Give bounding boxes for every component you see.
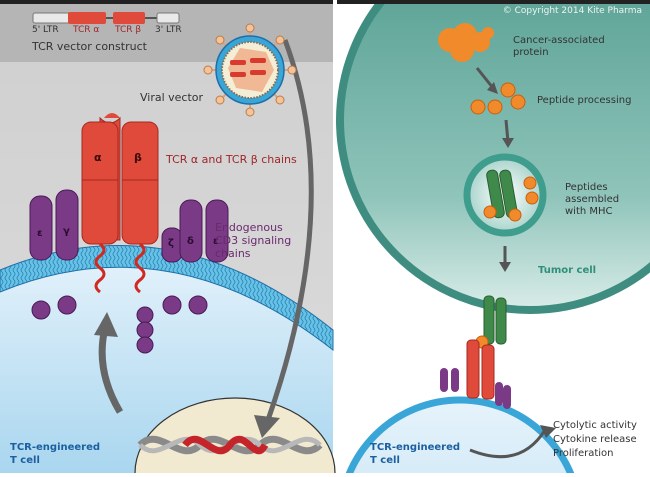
ltr-3-label: 3' LTR	[155, 25, 182, 35]
cd3-delta	[179, 199, 203, 263]
dna-helix	[137, 435, 323, 455]
integration-arrow	[265, 39, 314, 421]
cd3-chains	[29, 189, 229, 354]
ltr-3-segment	[156, 12, 180, 24]
ltr-5-label: 5' LTR	[32, 25, 59, 35]
arrow-1	[475, 67, 495, 89]
outcome-proliferation: Proliferation	[553, 448, 614, 459]
cancer-protein-icon	[438, 23, 494, 62]
t-cell-right	[344, 396, 576, 477]
mhc-label-line-1: Peptides	[565, 182, 608, 193]
copyright-text: © Copyright 2014 Kite Pharma	[502, 6, 642, 16]
construct-title: TCR vector construct	[32, 40, 147, 53]
mhc-molecule	[486, 169, 518, 219]
right-tcell-label-line-1: TCR-engineered	[370, 442, 461, 453]
left-tcell-label-line-2: T cell	[10, 455, 40, 466]
cd3-label-line-2: CD3 signaling	[215, 234, 292, 247]
viral-vector-label: Viral vector	[140, 91, 204, 104]
cd3-epsilon-right	[205, 199, 229, 263]
left-tcell-label-line-1: TCR-engineered	[10, 442, 101, 453]
tcr-chains-label: TCR α and TCR β chains	[166, 153, 297, 166]
activation-arrow	[469, 429, 547, 459]
right-tcell-label-line-2: T cell	[370, 455, 400, 466]
protein-label-line-2: protein	[513, 47, 549, 58]
peptide-processing-label: Peptide processing	[537, 95, 632, 106]
cd3-zeta-letter: ζ	[168, 238, 174, 249]
expression-arrow	[98, 327, 124, 414]
cd3-epsilon-left	[29, 195, 53, 261]
cd3-label-line-3: chains	[215, 247, 251, 260]
cell-membrane-left	[0, 245, 334, 352]
ltr-5-segment	[32, 12, 72, 24]
peptides-icon	[470, 82, 526, 115]
tcr-beta-segment-label: TCR β	[115, 25, 142, 35]
tcr-beta-chain	[121, 121, 159, 245]
tcr-vector-construct	[32, 12, 180, 24]
tcr-alpha-chain	[81, 121, 119, 245]
tcr-alpha-segment	[68, 12, 106, 24]
mhc-label-line-2: assembled	[565, 194, 620, 205]
mhc-label-line-3: with MHC	[565, 206, 613, 217]
outcome-cytolytic: Cytolytic activity	[553, 420, 637, 431]
tcr-alpha-letter: α	[94, 151, 102, 164]
inserted-tcr-gene	[182, 435, 269, 455]
cd3-delta-letter: δ	[187, 236, 194, 247]
outcome-cytokine: Cytokine release	[553, 434, 637, 445]
tcr-beta-segment	[113, 12, 145, 24]
tcr-alpha-beta-dimer	[81, 113, 159, 294]
panel-divider	[333, 0, 337, 473]
viral-vector	[203, 23, 297, 117]
immune-synapse	[440, 295, 511, 409]
tumor-cell-label: Tumor cell	[538, 265, 597, 276]
cd3-gamma	[55, 189, 79, 261]
cd3-epsilon-letter-2: ε	[213, 236, 219, 247]
protein-label-line-1: Cancer-associated	[513, 35, 605, 46]
cd3-gamma-letter: γ	[63, 226, 70, 237]
cd3-label-line-1: Endogenous	[215, 221, 283, 234]
tcr-beta-letter: β	[134, 151, 142, 164]
tcr-alpha-segment-label: TCR α	[73, 25, 100, 35]
cd3-epsilon-letter-1: ε	[37, 228, 43, 239]
